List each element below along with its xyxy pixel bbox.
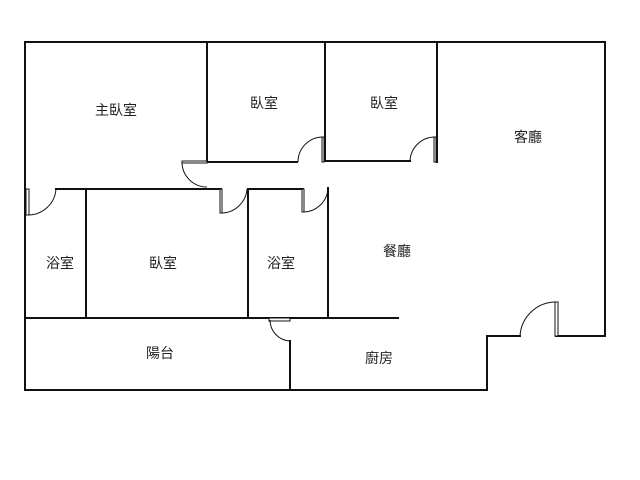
door [181, 160, 208, 188]
room-label-bathroom: 浴室 [46, 255, 74, 272]
room-label-balcony: 陽台 [146, 346, 174, 362]
door [268, 317, 291, 342]
door [409, 136, 437, 163]
outer-wall [24, 41, 606, 391]
door [301, 187, 329, 213]
room-label-bedroom: 臥室 [370, 95, 398, 112]
room-label-dining-room: 餐廳 [383, 243, 411, 260]
room-label-bathroom: 浴室 [267, 255, 295, 272]
door [219, 188, 248, 214]
room-label-kitchen: 廚房 [365, 350, 393, 367]
door [25, 188, 57, 216]
door [519, 301, 559, 337]
room-label-master-bedroom: 主臥室 [95, 102, 137, 119]
walls [24, 41, 606, 391]
room-label-bedroom: 臥室 [250, 95, 278, 112]
doors [25, 136, 559, 342]
room-label-living-room: 客廳 [514, 129, 542, 146]
room-label-bedroom: 臥室 [149, 255, 177, 272]
room-labels: 主臥室 臥室 臥室 客廳 浴室 臥室 浴室 餐廳 陽台 廚房 [46, 95, 542, 367]
door [297, 136, 325, 163]
